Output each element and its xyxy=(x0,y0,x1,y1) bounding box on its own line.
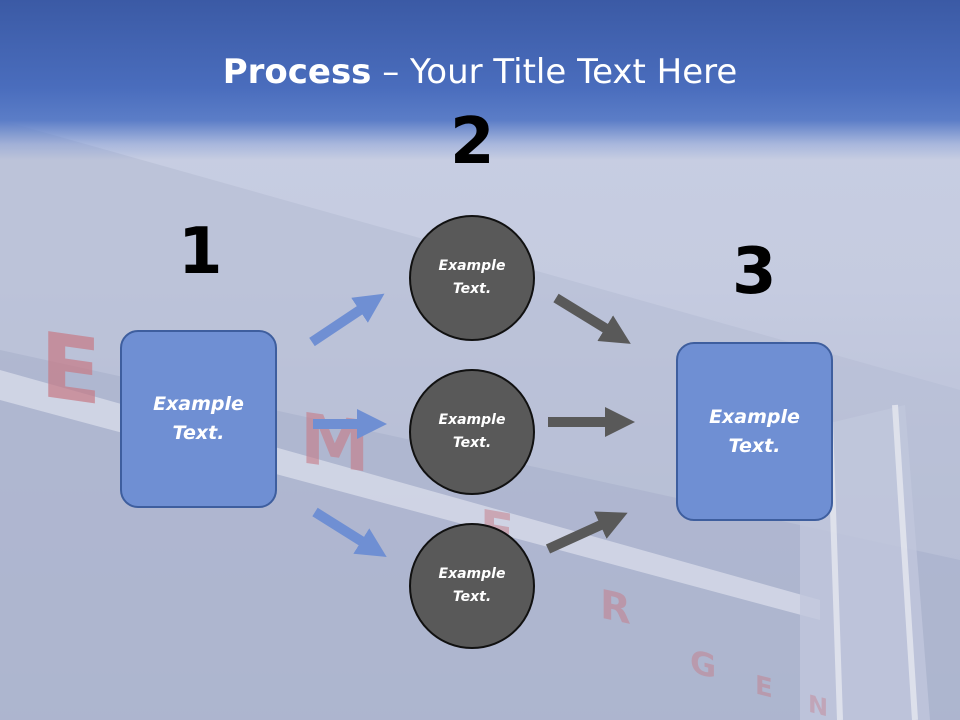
header-band xyxy=(0,0,960,160)
arrow-1-to-bottom xyxy=(312,507,387,557)
step-2-circle-middle: Example Text. xyxy=(409,369,535,495)
slide-title: Process – Your Title Text Here xyxy=(0,52,960,92)
svg-text:N: N xyxy=(808,689,828,720)
step-3-box: Example Text. xyxy=(676,342,833,521)
title-rest: – Your Title Text Here xyxy=(371,52,738,92)
step-number-2: 2 xyxy=(450,105,495,179)
svg-text:R: R xyxy=(600,580,631,634)
arrow-top-to-3 xyxy=(553,293,631,344)
step-number-1: 1 xyxy=(178,215,223,289)
step-2-circle-bottom: Example Text. xyxy=(409,523,535,649)
step-2-circle-top: Example Text. xyxy=(409,215,535,341)
svg-text:G: G xyxy=(690,642,716,686)
svg-text:E: E xyxy=(40,313,101,426)
title-bold: Process xyxy=(222,52,372,92)
svg-text:E: E xyxy=(755,670,773,705)
step-number-3: 3 xyxy=(732,235,777,309)
step-1-box: Example Text. xyxy=(120,330,277,508)
arrow-1-to-top xyxy=(309,293,385,347)
arrow-bottom-to-3 xyxy=(545,511,628,554)
